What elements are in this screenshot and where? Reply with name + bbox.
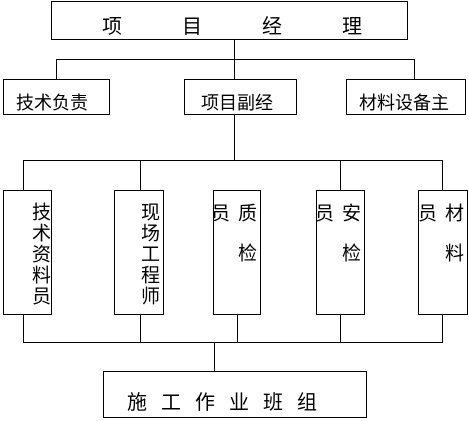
construction-team-box: 施工作业班组 — [103, 371, 367, 418]
manager-char-4: 理 — [342, 14, 362, 38]
connector-deputy-down — [234, 115, 235, 161]
tech-lead-label: 技术负责 — [16, 93, 88, 114]
material-equipment-label: 材料设备主 — [359, 93, 449, 114]
connector-row2-right — [414, 59, 415, 79]
connector-row3-2-down — [140, 315, 141, 343]
connector-row3-1-down — [23, 315, 24, 343]
connector-row3-4 — [340, 160, 341, 190]
connector-row3-5-down — [442, 315, 443, 343]
connector-row3-1 — [23, 160, 24, 190]
material-clerk-label: 材料员 — [418, 203, 464, 283]
quality-inspector-label: 质检员 — [213, 203, 257, 283]
tech-document-clerk-box: 技术资料员 — [3, 190, 52, 315]
tech-lead-box: 技术负责 — [3, 79, 110, 115]
manager-char-1: 项 — [102, 14, 122, 38]
connector-row3-2 — [140, 160, 141, 190]
safety-inspector-label: 安检员 — [316, 203, 361, 283]
manager-char-3: 经 — [262, 14, 282, 38]
connector-row3-5 — [442, 160, 443, 190]
connector-row3-4-down — [340, 315, 341, 343]
connector-bottom-bus — [23, 342, 443, 343]
quality-inspector-box: 质检员 — [213, 190, 261, 315]
site-engineer-box: 现场工程师 — [114, 190, 164, 315]
connector-row3-bus — [23, 160, 443, 161]
deputy-manager-label: 项目副经 — [201, 93, 273, 114]
manager-char-2: 目 — [182, 14, 202, 38]
project-manager-box: 项 目 经 理 — [51, 1, 408, 40]
construction-team-label: 施工作业班组 — [127, 390, 331, 414]
material-clerk-box: 材料员 — [418, 190, 468, 315]
deputy-manager-box: 项目副经 — [184, 79, 297, 115]
site-engineer-label: 现场工程师 — [138, 202, 160, 307]
tech-document-clerk-label: 技术资料员 — [29, 202, 51, 307]
connector-row3-3-down — [237, 315, 238, 343]
connector-team-up — [214, 342, 215, 371]
safety-inspector-box: 安检员 — [316, 190, 365, 315]
connector-row2-bus — [56, 59, 415, 60]
material-equipment-box: 材料设备主 — [346, 79, 466, 115]
connector-row2-left — [56, 59, 57, 79]
